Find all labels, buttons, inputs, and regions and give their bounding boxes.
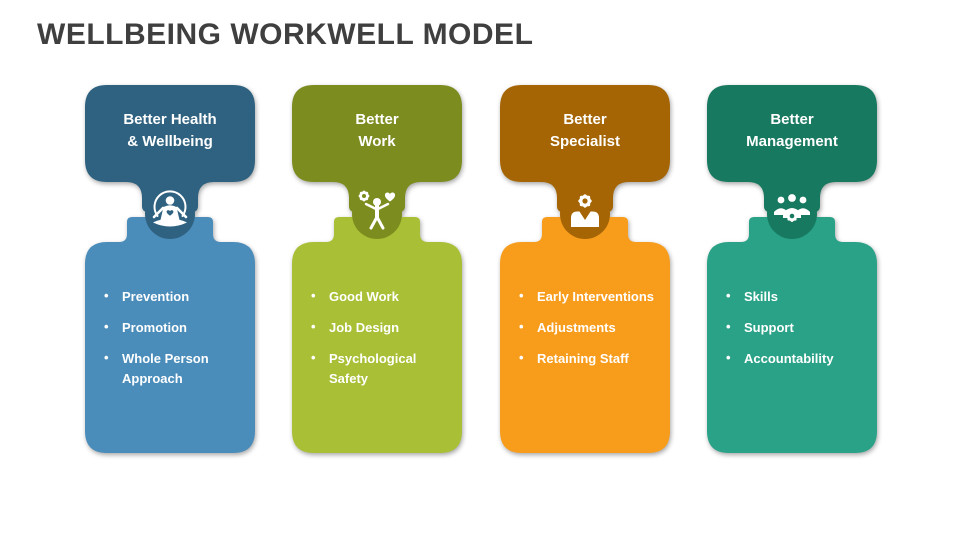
- list-item: Psychological Safety: [306, 348, 450, 389]
- pillar-header-tab: [500, 85, 670, 212]
- pillar-header-tab: [85, 85, 255, 212]
- bullet-list: Prevention Promotion Whole Person Approa…: [99, 286, 243, 400]
- team-management-icon: [774, 194, 810, 222]
- pillar-specialist: Better Specialist Early Interventions Ad…: [500, 85, 670, 460]
- list-item: Early Interventions: [514, 286, 658, 307]
- bullet-list: Good Work Job Design Psychological Safet…: [306, 286, 450, 400]
- work-life-balance-icon: [358, 190, 396, 230]
- bullet-list: Skills Support Accountability: [721, 286, 865, 380]
- list-item: Promotion: [99, 317, 243, 338]
- list-item: Good Work: [306, 286, 450, 307]
- list-item: Skills: [721, 286, 865, 307]
- pillar-title: Better Management: [746, 111, 838, 150]
- list-item: Support: [721, 317, 865, 338]
- list-item: Retaining Staff: [514, 348, 658, 369]
- pillar-work: Better Work Good Work Job Design Psychol…: [292, 85, 462, 460]
- list-item: Adjustments: [514, 317, 658, 338]
- pillar-health-wellbeing: Better Health & Wellbeing Prevention Pro…: [85, 85, 255, 460]
- pillar-title: Better Specialist: [549, 111, 621, 150]
- list-item: Job Design: [306, 317, 450, 338]
- specialist-gear-icon: [571, 194, 599, 227]
- bullet-list: Early Interventions Adjustments Retainin…: [514, 286, 658, 380]
- pillar-management: Better Management Skills Support Account…: [707, 85, 877, 460]
- pillar-header-tab: [292, 85, 462, 212]
- pillar-header-tab: [707, 85, 877, 212]
- page-title: WELLBEING WORKWELL MODEL: [37, 18, 534, 51]
- list-item: Whole Person Approach: [99, 348, 243, 389]
- list-item: Prevention: [99, 286, 243, 307]
- meditation-icon: [152, 190, 188, 227]
- pillar-title: Better Work: [355, 111, 399, 150]
- list-item: Accountability: [721, 348, 865, 369]
- pillar-title: Better Health & Wellbeing: [123, 111, 217, 150]
